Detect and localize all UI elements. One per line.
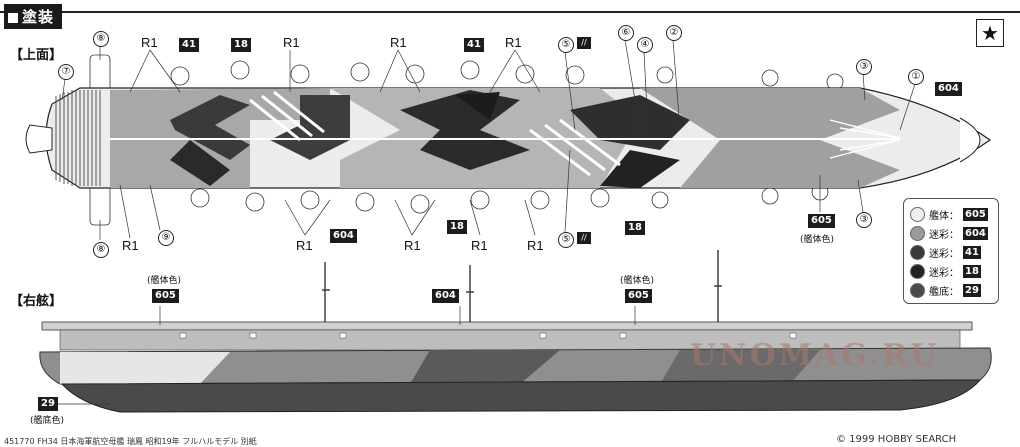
legend-code: 604: [963, 226, 988, 240]
hull-color-note: (艦体色): [620, 276, 655, 286]
legend-label: 迷彩：: [929, 267, 959, 279]
r1-label: R1: [505, 35, 522, 50]
callout-5-bottom: ⑤: [558, 232, 574, 248]
callout-7: ⑦: [58, 64, 74, 80]
legend-code: 41: [963, 245, 981, 259]
r1-label: R1: [471, 238, 488, 253]
r1-label: R1: [527, 238, 544, 253]
legend-row: 迷彩： 41: [910, 243, 981, 261]
legend-label: 艦底：: [929, 286, 959, 298]
callout-3-bottom: ③: [856, 212, 872, 228]
code-box-18: 18: [625, 221, 645, 235]
header-square-icon: [8, 12, 18, 23]
legend-row: 艦底： 29: [910, 281, 981, 299]
header-title: 塗装: [22, 8, 55, 26]
flag-decal-icon-bottom: //: [577, 232, 591, 244]
top-view-hull: [25, 54, 992, 226]
painting-header: 塗装: [4, 4, 63, 29]
swatch-29: [910, 282, 925, 298]
legend-label: 迷彩：: [929, 229, 959, 241]
legend-row: 迷彩： 604: [910, 224, 988, 242]
legend-label: 艦体：: [929, 210, 959, 222]
hull-color-note: (艦体色): [800, 235, 835, 245]
legend-code: 29: [963, 283, 981, 297]
r1-label: R1: [122, 238, 139, 253]
side-view-hull: [39, 250, 992, 413]
legend-code: 18: [963, 264, 981, 278]
code-box-605: 605: [808, 214, 835, 228]
legend-code: 605: [963, 207, 988, 221]
code-box-604: 604: [935, 82, 962, 96]
swatch-605: [910, 206, 925, 222]
callout-8-top: ⑧: [93, 31, 109, 47]
credit-text: © 1999 HOBBY SEARCH: [836, 434, 957, 445]
side-view-label: 【右舷】: [10, 294, 63, 309]
flag-decal-icon-top: //: [577, 37, 591, 49]
top-view-label: 【上面】: [10, 48, 63, 63]
color-legend: 艦体： 605 迷彩： 604 迷彩： 41 迷彩： 18 艦底： 29: [903, 198, 999, 304]
swatch-41: [910, 244, 925, 260]
swatch-18: [910, 263, 925, 279]
callout-2: ②: [666, 25, 682, 41]
callout-3-top: ③: [856, 59, 872, 75]
legend-label: 迷彩：: [929, 248, 959, 260]
code-box-29: 29: [38, 397, 58, 411]
header-rule: [0, 11, 1020, 13]
code-box-605: 605: [152, 289, 179, 303]
code-box-604: 604: [330, 229, 357, 243]
code-box-605: 605: [625, 289, 652, 303]
r1-label: R1: [296, 238, 313, 253]
swatch-604: [910, 225, 925, 241]
code-box-41: 41: [179, 38, 199, 52]
code-box-18: 18: [447, 220, 467, 234]
watermark: UNOMAG.RU: [690, 338, 940, 373]
bottom-color-note: (艦底色): [30, 416, 65, 426]
r1-label: R1: [283, 35, 300, 50]
code-box-41: 41: [464, 38, 484, 52]
hull-color-note: (艦体色): [147, 276, 182, 286]
callout-9: ⑨: [158, 230, 174, 246]
legend-row: 艦体： 605: [910, 205, 988, 223]
star-emblem-icon: ★: [976, 19, 1004, 47]
callout-4: ④: [637, 37, 653, 53]
callout-6: ⑥: [618, 25, 634, 41]
callout-5-top: ⑤: [558, 37, 574, 53]
footer-caption: 451770 FH34 日本海軍航空母艦 瑞鳳 昭和19年 フルハルモデル 別紙: [4, 437, 257, 446]
callout-1: ①: [908, 69, 924, 85]
callout-8-bottom: ⑧: [93, 242, 109, 258]
r1-label: R1: [390, 35, 407, 50]
code-box-604: 604: [432, 289, 459, 303]
r1-label: R1: [404, 238, 421, 253]
r1-label: R1: [141, 35, 158, 50]
legend-row: 迷彩： 18: [910, 262, 981, 280]
code-box-18: 18: [231, 38, 251, 52]
